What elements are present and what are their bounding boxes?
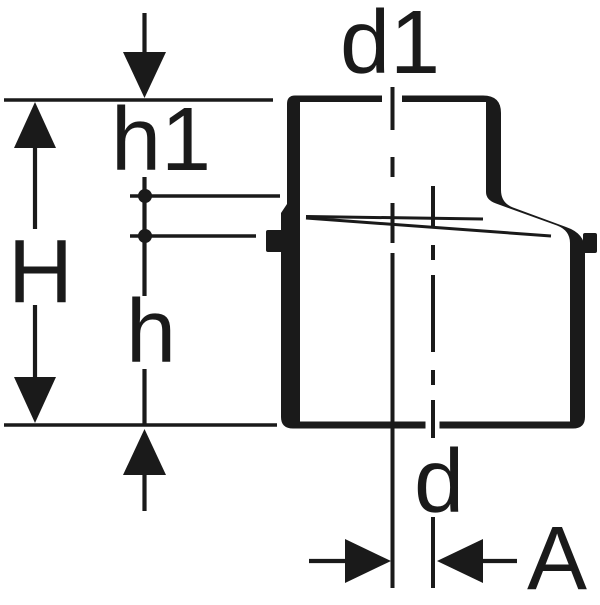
label-upper-height: h1 (111, 90, 211, 190)
fitting-outline (266, 94, 597, 430)
left-socket-bead (266, 230, 283, 252)
fitting-inner-cavity (300, 102, 570, 422)
lower-datum-dot-icon (138, 229, 152, 243)
taper-line-lower (305, 216, 552, 238)
dimension-h1: h1 (111, 13, 211, 190)
right-socket-bead (583, 233, 597, 253)
arrow-right-icon (345, 539, 391, 583)
dimension-A: A (309, 509, 587, 605)
label-bottom-inlet-diameter: d (414, 432, 464, 532)
arrow-down-icon (14, 377, 56, 423)
arrow-up-icon (123, 429, 166, 475)
label-top-outlet-diameter: d1 (340, 0, 440, 93)
label-lower-height: h (126, 282, 176, 382)
dimension-H: H (8, 102, 73, 423)
arrow-left-icon (437, 539, 483, 583)
dimension-h: h (123, 177, 280, 511)
upper-datum-dot-icon (138, 189, 152, 203)
arrow-down-icon (123, 52, 166, 98)
label-total-height: H (8, 222, 73, 322)
arrow-up-icon (14, 102, 56, 148)
label-axis-offset: A (527, 509, 587, 600)
